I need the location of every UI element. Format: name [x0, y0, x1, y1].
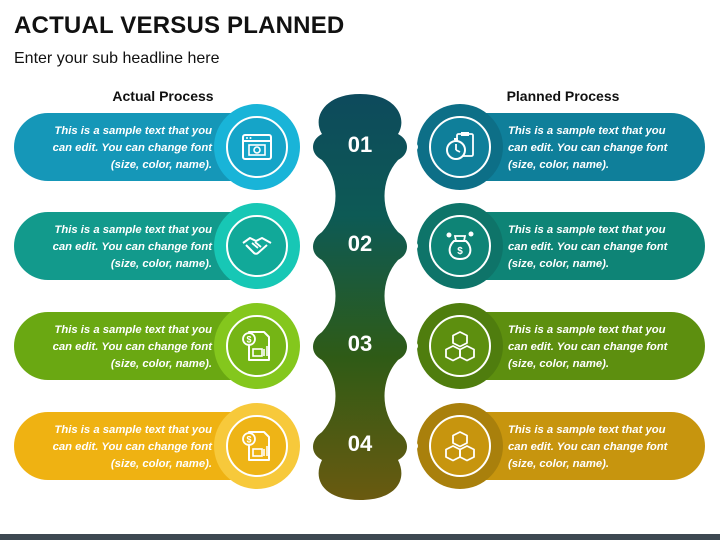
actual-icon-circle: [214, 203, 300, 289]
connector-dot: [410, 442, 418, 450]
connector-dot: [410, 342, 418, 350]
planned-process-heading: Planned Process: [506, 88, 620, 104]
bottom-bar: [0, 534, 720, 540]
actual-icon-circle: $: [214, 303, 300, 389]
connector-dot: [302, 143, 310, 151]
handshake-icon: [242, 237, 272, 255]
step-number: 02: [347, 231, 373, 256]
spine-shape: [313, 94, 407, 500]
actual-text: This is a sample text that you can edit.…: [52, 125, 212, 171]
connector-dot: [302, 242, 310, 250]
actual-text: This is a sample text that you can edit.…: [52, 424, 212, 470]
money-bag-growth-icon: $: [446, 231, 474, 261]
browser-window-icon: [242, 134, 272, 160]
svg-text:$: $: [246, 435, 251, 445]
process-row-2: This is a sample text that you can edit.…: [0, 203, 720, 289]
process-row-4: This is a sample text that you can edit.…: [0, 403, 720, 489]
planned-icon-circle: [417, 104, 503, 190]
actual-icon-circle: $: [214, 403, 300, 489]
actual-icon-circle: [214, 104, 300, 190]
svg-text:$: $: [457, 246, 463, 257]
step-number: 04: [347, 431, 373, 456]
page-title: ACTUAL VERSUS PLANNED: [14, 12, 345, 39]
step-number: 03: [347, 331, 373, 356]
process-row-3: This is a sample text that you can edit.…: [0, 303, 720, 389]
planned-icon-circle: [417, 303, 503, 389]
process-row-1: This is a sample text that you can edit.…: [0, 104, 720, 190]
page-subtitle: Enter your sub headline here: [14, 50, 220, 67]
stacked-boxes-icon: [445, 431, 475, 462]
financial-document-icon: $: [242, 331, 270, 361]
planned-icon-circle: [417, 403, 503, 489]
actual-text: This is a sample text that you can edit.…: [52, 324, 212, 370]
actual-text: This is a sample text that you can edit.…: [52, 224, 212, 270]
planned-text: This is a sample text that you can edit.…: [508, 324, 668, 370]
planned-text: This is a sample text that you can edit.…: [508, 224, 668, 270]
svg-text:$: $: [246, 335, 251, 345]
connector-dot: [302, 442, 310, 450]
financial-document-icon: $: [242, 431, 270, 461]
stacked-boxes-icon: [445, 331, 475, 362]
connector-dot: [410, 242, 418, 250]
planned-text: This is a sample text that you can edit.…: [508, 424, 668, 470]
planned-text: This is a sample text that you can edit.…: [508, 125, 668, 171]
connector-dot: [410, 143, 418, 151]
actual-process-heading: Actual Process: [112, 88, 214, 104]
connector-dot: [302, 342, 310, 350]
planned-icon-circle: $: [417, 203, 503, 289]
step-number: 01: [347, 132, 373, 157]
clipboard-stopwatch-icon: [446, 132, 474, 160]
